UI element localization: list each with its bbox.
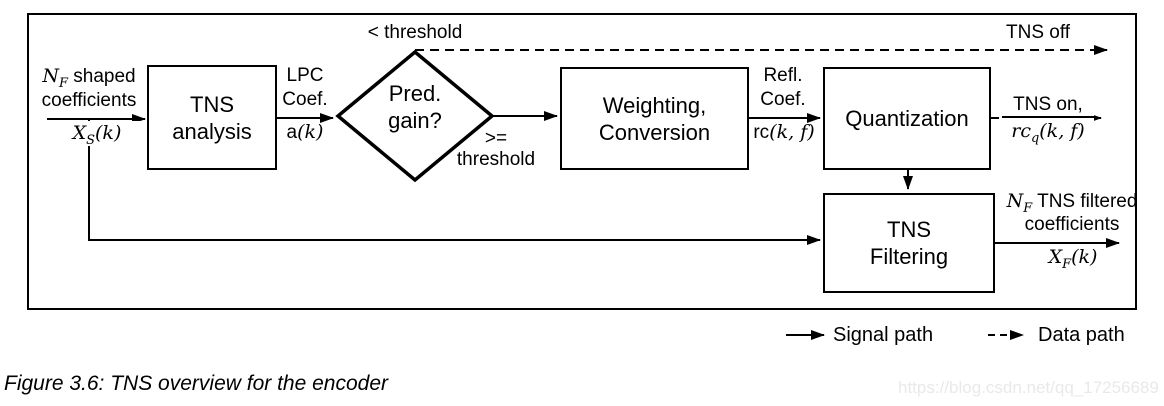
weighting-label-line2: Conversion: [598, 119, 711, 145]
bypass-signal-line: [88, 120, 821, 245]
weighting-label-line1: Weighting,: [602, 92, 707, 118]
math-sub: S: [86, 132, 96, 148]
math-args: (k, f): [769, 121, 815, 143]
lpc-label-line1: LPC: [286, 65, 324, 86]
tns-on-symbol: rcq(k, f): [1002, 118, 1094, 145]
label-text: shaped: [67, 66, 136, 87]
math-sub: F: [59, 75, 68, 91]
tns-analysis-box: TNS analysis: [147, 65, 277, 170]
watermark-text: https://blog.csdn.net/qq_17256689: [898, 378, 1159, 397]
tns-filtering-box: TNS Filtering: [823, 193, 995, 293]
math-var: a: [286, 122, 298, 143]
refl-label-line2: Coef.: [760, 89, 806, 110]
tns-off-label: TNS off: [1006, 22, 1071, 43]
math-var: X: [1048, 246, 1063, 268]
math-sub: F: [1062, 256, 1072, 272]
legend-signal-label: Signal path: [833, 324, 934, 346]
input-label-line2: coefficients: [41, 90, 137, 111]
lpc-symbol-ak: a(k): [276, 120, 334, 145]
refl-coef-label: Refl. Coef.: [750, 64, 816, 112]
math-args: (k): [1071, 246, 1098, 268]
math-var: N: [1006, 190, 1024, 212]
tns-on-label: TNS on, rcq(k, f): [1002, 95, 1094, 145]
math-args: (k, f): [1039, 120, 1085, 142]
input-label-line1: NF shaped: [30, 64, 148, 91]
math-sub: F: [1023, 200, 1033, 216]
output-symbol-xf: XF(k): [1030, 245, 1116, 272]
decision-line1: Pred.: [388, 81, 442, 106]
lt-threshold-label: < threshold: [367, 22, 463, 43]
math-var: X: [72, 122, 87, 144]
outer-border: [27, 13, 1137, 310]
math-sub: q: [1031, 130, 1040, 146]
math-var: rc: [1011, 120, 1031, 142]
quantization-label: Quantization: [845, 106, 969, 131]
math-args: (k): [95, 122, 122, 144]
legend-data-label: Data path: [1038, 324, 1125, 346]
input-coefficients-label: NF shaped coefficients: [30, 64, 148, 113]
tns-on-text: TNS on,: [1002, 95, 1094, 118]
quantization-box: Quantization: [823, 67, 991, 170]
refl-symbol-rc: rc(k, f): [746, 120, 822, 145]
refl-label-line1: Refl.: [763, 65, 803, 86]
lpc-label-line2: Coef.: [282, 89, 328, 110]
tns-analysis-label-line2: analysis: [172, 118, 252, 144]
decision-diamond: [335, 49, 495, 183]
ge-label-line2: threshold: [456, 149, 536, 170]
ge-threshold-label: >= threshold: [448, 128, 544, 170]
weighting-conversion-box: Weighting, Conversion: [560, 67, 749, 170]
output-label-line1: NF TNS filtered: [996, 190, 1148, 216]
tns-filtering-label-line1: TNS: [887, 217, 931, 242]
math-args: (k): [297, 121, 324, 143]
decision-line2: gain?: [388, 108, 442, 133]
math-var: rc: [753, 122, 770, 143]
tns-analysis-label-line1: TNS: [190, 91, 234, 117]
output-label-line2: coefficients: [1024, 214, 1120, 235]
label-text: TNS filtered: [1032, 191, 1138, 212]
tns-filtering-label-line2: Filtering: [869, 244, 949, 269]
math-var: N: [42, 65, 60, 87]
input-symbol-xs: XS(k): [47, 121, 147, 148]
ge-label-line1: >=: [484, 128, 508, 149]
pred-gain-decision-label: Pred. gain?: [352, 80, 478, 134]
lpc-coef-label: LPC Coef.: [276, 64, 334, 112]
output-coefficients-label: NF TNS filtered coefficients: [996, 190, 1148, 236]
figure-caption: Figure 3.6: TNS overview for the encoder: [4, 372, 389, 395]
